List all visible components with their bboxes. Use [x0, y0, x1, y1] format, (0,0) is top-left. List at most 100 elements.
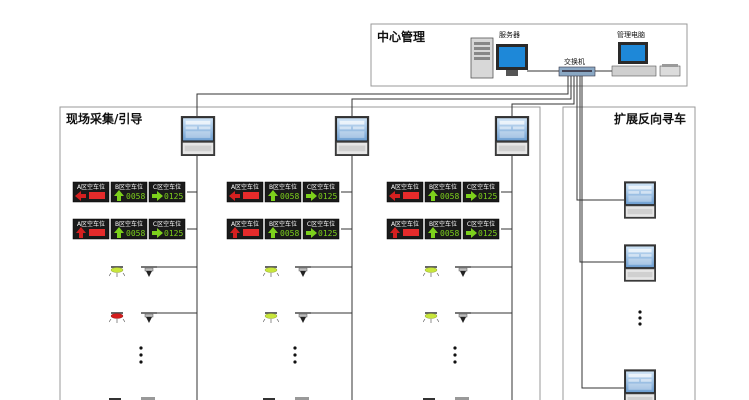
reverse-search-title: 扩展反向寻车 [614, 111, 686, 126]
sign-zone-label: B区空车位 [115, 183, 143, 191]
sign-full-indicator [89, 192, 105, 199]
sign-zone-label: B区空车位 [429, 183, 457, 191]
ultrasonic-sensor-icon [141, 266, 157, 278]
management-pc-label: 管理电脑 [617, 30, 645, 39]
sign-vacancy-count: 0125 [478, 229, 497, 238]
direction-arrow-icon [306, 228, 317, 238]
ellipsis-dot [139, 360, 143, 364]
ultrasonic-sensor-icon [141, 397, 155, 400]
sign-zone-label: A区空车位 [231, 183, 259, 191]
detector-pair [263, 266, 352, 278]
direction-arrow-icon [75, 191, 86, 201]
detector-pair [423, 397, 469, 400]
sign-vacancy-count: 0125 [164, 192, 183, 201]
ultrasonic-sensor-icon [295, 397, 309, 400]
detector-pair [263, 312, 352, 324]
ultrasonic-sensor-icon [141, 312, 157, 324]
ultrasonic-sensor-icon [455, 312, 471, 324]
detector-pair [423, 312, 512, 324]
touchscreen-terminal-icon [624, 181, 656, 219]
more-detectors-ellipsis [139, 346, 143, 364]
ultrasonic-sensor-icon [295, 266, 311, 278]
center-management-title: 中心管理 [377, 29, 425, 44]
sign-zone-label: A区空车位 [77, 220, 105, 228]
ellipsis-dot [453, 353, 457, 357]
direction-arrow-icon [114, 227, 124, 238]
sign-vacancy-count: 0125 [318, 192, 337, 201]
sign-vacancy-count: 0058 [280, 229, 299, 238]
direction-arrow-icon [152, 191, 163, 201]
sign-zone-label: B区空车位 [269, 183, 297, 191]
switch-label: 交换机 [564, 57, 585, 66]
sign-full-indicator [243, 229, 259, 236]
sign-vacancy-count: 0058 [126, 192, 145, 201]
ellipsis-dot [453, 360, 457, 364]
direction-arrow-icon [114, 190, 124, 201]
sign-full-indicator [403, 192, 419, 199]
ellipsis-dot [293, 353, 297, 357]
sign-zone-label: B区空车位 [115, 220, 143, 228]
sign-zone-label: C区空车位 [467, 220, 495, 228]
ellipsis-dot [293, 346, 297, 350]
ultrasonic-sensor-icon [295, 312, 311, 324]
sign-vacancy-count: 0058 [126, 229, 145, 238]
direction-arrow-icon [390, 227, 400, 238]
touchscreen-terminal-icon [624, 244, 656, 282]
field-collection-title: 现场采集/引导 [66, 111, 142, 126]
sign-zone-label: A区空车位 [231, 220, 259, 228]
ellipsis-dot [139, 346, 143, 350]
more-detectors-ellipsis [453, 346, 457, 364]
direction-arrow-icon [229, 191, 240, 201]
parking-indicator-light-icon [109, 312, 125, 324]
center-management-zone [370, 23, 688, 87]
network-cables [196, 70, 624, 400]
sign-zone-label: B区空车位 [269, 220, 297, 228]
touchscreen-terminal-icon [334, 116, 370, 156]
parking-indicator-light-icon [423, 312, 439, 324]
sign-full-indicator [243, 192, 259, 199]
server-tower-icon [470, 37, 528, 79]
sign-vacancy-count: 0058 [440, 192, 459, 201]
detector-pair [109, 312, 197, 324]
sign-vacancy-count: 0058 [280, 192, 299, 201]
sign-zone-label: B区空车位 [429, 220, 457, 228]
parking-indicator-light-icon [423, 266, 439, 278]
more-detectors-ellipsis [293, 346, 297, 364]
sign-zone-label: C区空车位 [153, 183, 181, 191]
desktop-pc-icon [611, 42, 681, 77]
detector-pair [423, 266, 512, 278]
network-switch-icon [558, 66, 596, 77]
sign-vacancy-count: 0125 [478, 192, 497, 201]
sign-vacancy-count: 0058 [440, 229, 459, 238]
sign-zone-label: A区空车位 [391, 183, 419, 191]
direction-arrow-icon [306, 191, 317, 201]
reverse-search-zone [562, 106, 696, 400]
parking-indicator-light-icon [109, 266, 125, 278]
direction-arrow-icon [466, 228, 477, 238]
sign-full-indicator [89, 229, 105, 236]
direction-arrow-icon [230, 227, 240, 238]
sign-zone-label: C区空车位 [307, 220, 335, 228]
parking-indicator-light-icon [263, 266, 279, 278]
direction-arrow-icon [389, 191, 400, 201]
sign-zone-label: C区空车位 [307, 183, 335, 191]
sign-zone-label: A区空车位 [391, 220, 419, 228]
field-collection-zone [59, 106, 541, 400]
detector-pair [109, 397, 155, 400]
touchscreen-terminal-icon [494, 116, 530, 156]
ellipsis-dot [139, 353, 143, 357]
parking-detectors [109, 266, 512, 400]
parking-indicator-light-icon [263, 312, 279, 324]
direction-arrow-icon [428, 227, 438, 238]
detector-pair [109, 266, 197, 278]
direction-arrow-icon [428, 190, 438, 201]
touchscreen-terminal-icon [180, 116, 216, 156]
